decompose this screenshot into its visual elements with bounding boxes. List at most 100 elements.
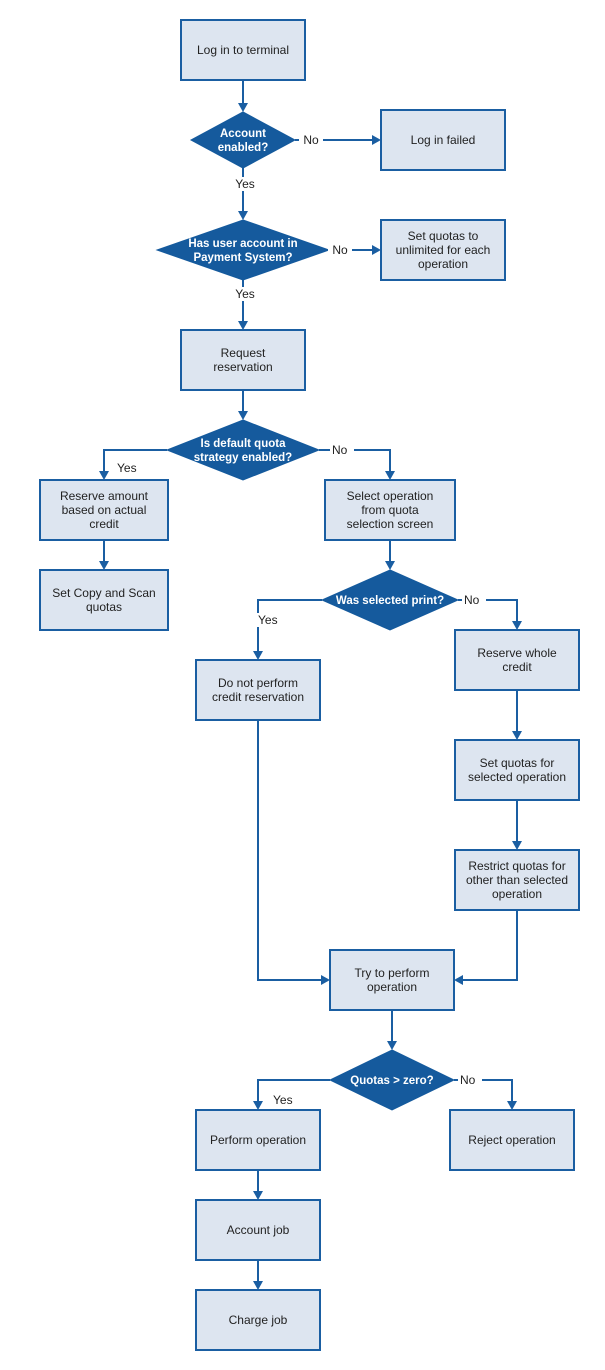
edge-label-yes: Yes xyxy=(117,461,137,475)
edge-label-bg xyxy=(328,243,352,257)
arrowhead-icon xyxy=(321,975,330,985)
process-box xyxy=(195,1289,321,1351)
decision-diamond xyxy=(189,111,297,169)
edge-label-bg xyxy=(233,287,257,301)
arrowhead-icon xyxy=(238,211,248,220)
arrowhead-icon xyxy=(385,471,395,480)
arrowhead-icon xyxy=(253,1101,263,1110)
arrowhead-icon xyxy=(99,471,109,480)
edge-label-no: No xyxy=(332,443,348,457)
arrowhead-icon xyxy=(385,561,395,570)
node-label: Reject operation xyxy=(468,1133,555,1147)
edge-label-bg xyxy=(256,613,280,627)
edge-label-bg xyxy=(233,177,257,191)
process-box xyxy=(39,479,169,541)
node-reject: Reject operation xyxy=(449,1109,575,1171)
arrowhead-icon xyxy=(372,135,381,145)
arrowhead-icon xyxy=(253,1191,263,1200)
decision-diamond xyxy=(165,419,321,481)
process-box xyxy=(324,479,456,541)
process-box xyxy=(195,1109,321,1171)
arrowhead-icon xyxy=(372,245,381,255)
edge-label-no: No xyxy=(460,1073,476,1087)
arrowhead-icon xyxy=(238,103,248,112)
arrowhead-icon xyxy=(387,1041,397,1050)
process-box xyxy=(380,109,506,171)
edge-label-bg xyxy=(330,443,354,457)
process-box xyxy=(329,949,455,1011)
process-box xyxy=(454,739,580,801)
node-label: Was selected print? xyxy=(336,595,444,607)
arrowhead-icon xyxy=(512,841,522,850)
arrowhead-icon xyxy=(238,321,248,330)
decision-diamond xyxy=(328,1049,456,1111)
node-login-failed: Log in failed xyxy=(380,109,506,171)
connector-line xyxy=(257,599,322,651)
node-label: Account job xyxy=(227,1223,290,1237)
arrowhead-icon xyxy=(507,1101,517,1110)
node-account-job: Account job xyxy=(195,1199,321,1261)
process-box xyxy=(454,629,580,691)
node-label: Perform operation xyxy=(210,1133,306,1147)
connector-line xyxy=(257,720,321,981)
process-box xyxy=(454,849,580,911)
edge-label-bg xyxy=(115,461,139,475)
process-box xyxy=(195,659,321,721)
arrowhead-icon xyxy=(454,975,463,985)
connector-line xyxy=(257,1079,330,1101)
edge-label-bg xyxy=(458,1073,482,1087)
edge-label-no: No xyxy=(332,243,348,257)
edge-label-yes: Yes xyxy=(258,613,278,627)
node-label: Log in to terminal xyxy=(197,43,289,57)
process-box xyxy=(39,569,169,631)
process-box xyxy=(195,1199,321,1261)
edge-label-bg xyxy=(299,133,323,147)
arrowhead-icon xyxy=(238,411,248,420)
edge-label-yes: Yes xyxy=(273,1093,293,1107)
node-quotas-zero: Quotas > zero? xyxy=(328,1049,456,1111)
edge-label-yes: Yes xyxy=(235,287,255,301)
node-label: Quotas > zero? xyxy=(350,1075,433,1087)
arrowhead-icon xyxy=(253,1281,263,1290)
process-box xyxy=(180,19,306,81)
node-login: Log in to terminal xyxy=(180,19,306,81)
node-label: Log in failed xyxy=(411,133,476,147)
node-label: Charge job xyxy=(229,1313,288,1327)
edge-label-bg xyxy=(462,593,486,607)
decision-diamond xyxy=(155,219,331,281)
decision-diamond xyxy=(320,569,460,631)
arrowhead-icon xyxy=(253,651,263,660)
edges xyxy=(99,80,522,1290)
node-charge-job: Charge job xyxy=(195,1289,321,1351)
process-box xyxy=(380,219,506,281)
process-box xyxy=(449,1109,575,1171)
edge-label-no: No xyxy=(464,593,480,607)
connector-line xyxy=(463,910,518,981)
